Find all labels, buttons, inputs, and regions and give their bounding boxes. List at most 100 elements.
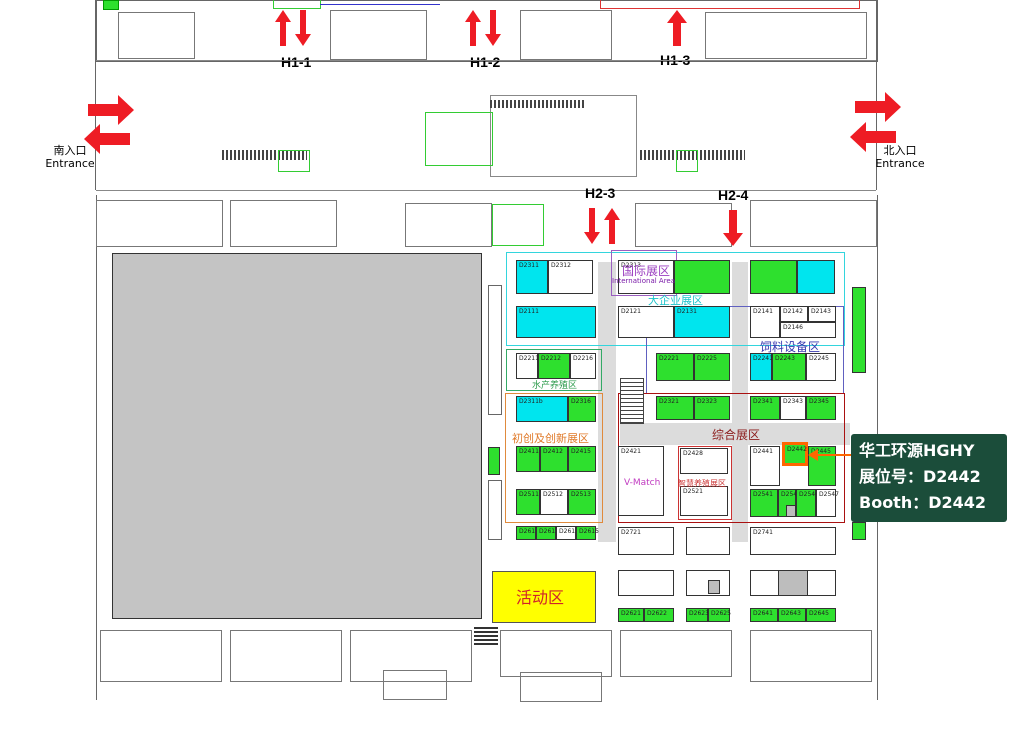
booth-d2622[interactable]: D2622 <box>644 608 674 622</box>
booth-d2243[interactable]: D2243 <box>772 353 806 381</box>
booth-d2441[interactable]: D2441 <box>750 446 780 486</box>
zone-aquaculture-outline <box>506 349 602 391</box>
booth-d2546[interactable]: D2546 <box>796 489 819 517</box>
bottom-room-4 <box>500 630 612 677</box>
top-room-2 <box>330 10 427 60</box>
booth-d2323[interactable]: D2323 <box>694 396 730 420</box>
callout-booth-en: Booth：D2442 <box>859 493 987 512</box>
booth-d2141[interactable]: D2141 <box>750 306 780 338</box>
corridor-top-line <box>96 60 876 61</box>
booth-d2143[interactable]: D2143 <box>808 306 836 322</box>
h2-top-room-1 <box>96 200 223 247</box>
booth-d2312[interactable]: D2312 <box>548 260 593 294</box>
booth-d2121[interactable]: D2121 <box>618 306 674 338</box>
booth-d2411[interactable]: D2411 <box>516 446 540 472</box>
zone-startup-label: 初创及创新展区 <box>512 432 589 445</box>
booth-d2428[interactable]: D2428 <box>680 448 728 474</box>
south-entrance-out-arrow-icon <box>84 124 130 154</box>
bottom-gate-2 <box>520 672 602 702</box>
booth-d2613[interactable]: D2613 <box>556 526 579 540</box>
booth-d2623[interactable]: D2623 <box>686 608 709 622</box>
north-entrance-cn: 北入口 <box>883 144 917 157</box>
booth-d2341[interactable]: D2341 <box>750 396 780 420</box>
booth-d2313[interactable]: D2313 <box>618 260 674 294</box>
booth-d2641[interactable]: D2641 <box>750 608 778 622</box>
top-building <box>96 0 878 62</box>
hall-h2-4-label: H2-4 <box>718 187 749 203</box>
booth-d2221[interactable]: D2221 <box>656 353 694 381</box>
booth-d2321[interactable]: D2321 <box>656 396 694 420</box>
booth-d2142[interactable]: D2142 <box>780 306 808 322</box>
booth-d2111[interactable]: D2111 <box>516 306 596 338</box>
right-edge-green-1 <box>852 287 866 373</box>
booth-d2547[interactable]: D2547 <box>816 489 839 517</box>
north-entrance-label: 北入口 Entrance <box>870 144 930 170</box>
booth-d2211[interactable]: D2211 <box>516 353 539 379</box>
activity-zone-label: 活动区 <box>516 588 565 607</box>
bottom-escalator <box>474 625 498 645</box>
aisle-horizontal <box>620 423 850 445</box>
bottom-room-2 <box>230 630 342 682</box>
h2-top-room-3 <box>405 203 492 247</box>
booth-d2311[interactable]: D2311 <box>516 260 548 294</box>
booth-d2825[interactable] <box>708 580 720 594</box>
booth-d2645[interactable]: D2645 <box>806 608 836 622</box>
booth-d2212[interactable]: D2212 <box>538 353 570 379</box>
booth-d2625[interactable]: D2625 <box>708 608 731 622</box>
booth-d2821[interactable] <box>618 570 674 596</box>
zone-international-en-label: International Area <box>612 277 676 285</box>
booth-d2143b[interactable] <box>797 260 835 294</box>
zone-large-enterprise-label: 大企业展区 <box>648 294 703 307</box>
left-outer-wall <box>95 0 96 190</box>
right-green-box <box>676 150 698 172</box>
large-gray-area <box>112 253 482 619</box>
callout-company: 华工环源HGHY <box>859 441 975 460</box>
booth-d2643[interactable]: D2643 <box>778 608 806 622</box>
booth-d2146[interactable]: D2146 <box>780 322 836 338</box>
left-green-box <box>278 150 310 172</box>
booth-d2415[interactable]: D2415 <box>568 446 596 472</box>
h1-1-arrows-icon <box>275 10 311 46</box>
stair-block <box>620 378 644 424</box>
booth-d2345[interactable]: D2345 <box>806 396 836 420</box>
booth-d2225[interactable]: D2225 <box>694 353 730 381</box>
zone-vmatch-label: V-Match <box>624 478 661 488</box>
booth-d2131b[interactable] <box>674 260 730 294</box>
booth-d2512[interactable]: D2512 <box>540 489 568 515</box>
booth-d2412[interactable]: D2412 <box>540 446 568 472</box>
booth-d2621[interactable]: D2621 <box>618 608 644 622</box>
booth-d2721[interactable]: D2721 <box>618 527 674 555</box>
booth-d2421[interactable]: D2421 <box>618 446 664 516</box>
booth-d2544[interactable] <box>786 505 796 517</box>
booth-d2511[interactable]: D2511 <box>516 489 540 515</box>
booth-d2615[interactable]: D2615 <box>576 526 599 540</box>
booth-d2521[interactable]: D2521 <box>680 486 728 516</box>
booth-d2216[interactable]: D2216 <box>570 353 596 379</box>
booth-d2316[interactable]: D2316 <box>568 396 596 422</box>
bottom-gate-1 <box>383 670 447 700</box>
zone-international-label: 国际展区 <box>622 264 671 278</box>
booth-d2245[interactable]: D2245 <box>806 353 836 381</box>
central-pavilion <box>490 95 637 177</box>
booth-d2442[interactable]: D2442 <box>782 442 808 466</box>
booth-d2241[interactable]: D2241 <box>750 353 773 381</box>
booth-d2741[interactable]: D2741 <box>750 527 836 555</box>
hall-h2-3-label: H2-3 <box>585 185 616 201</box>
h2-top-room-4 <box>635 203 732 247</box>
bottom-room-6 <box>750 630 872 682</box>
booth-d2611[interactable]: D2611 <box>516 526 539 540</box>
booth-d2612[interactable]: D2612 <box>536 526 559 540</box>
south-entrance-label: 南入口 Entrance <box>40 144 100 170</box>
booth-d2131[interactable]: D2131 <box>674 306 730 338</box>
booth-d2343[interactable]: D2343 <box>780 396 806 420</box>
booth-d2141b[interactable] <box>750 260 797 294</box>
north-entrance-out-arrow-icon <box>850 122 896 152</box>
zone-comprehensive-label: 综合展区 <box>712 428 761 442</box>
booth-d2311b[interactable]: D2311b <box>516 396 568 422</box>
booth-d2541[interactable]: D2541 <box>750 489 778 517</box>
booth-d2723[interactable] <box>686 527 730 555</box>
h1-2-arrows-icon <box>465 10 501 46</box>
booth-d2843[interactable] <box>778 570 808 596</box>
booth-d2513[interactable]: D2513 <box>568 489 596 515</box>
h2-4-arrow-icon <box>723 210 743 246</box>
